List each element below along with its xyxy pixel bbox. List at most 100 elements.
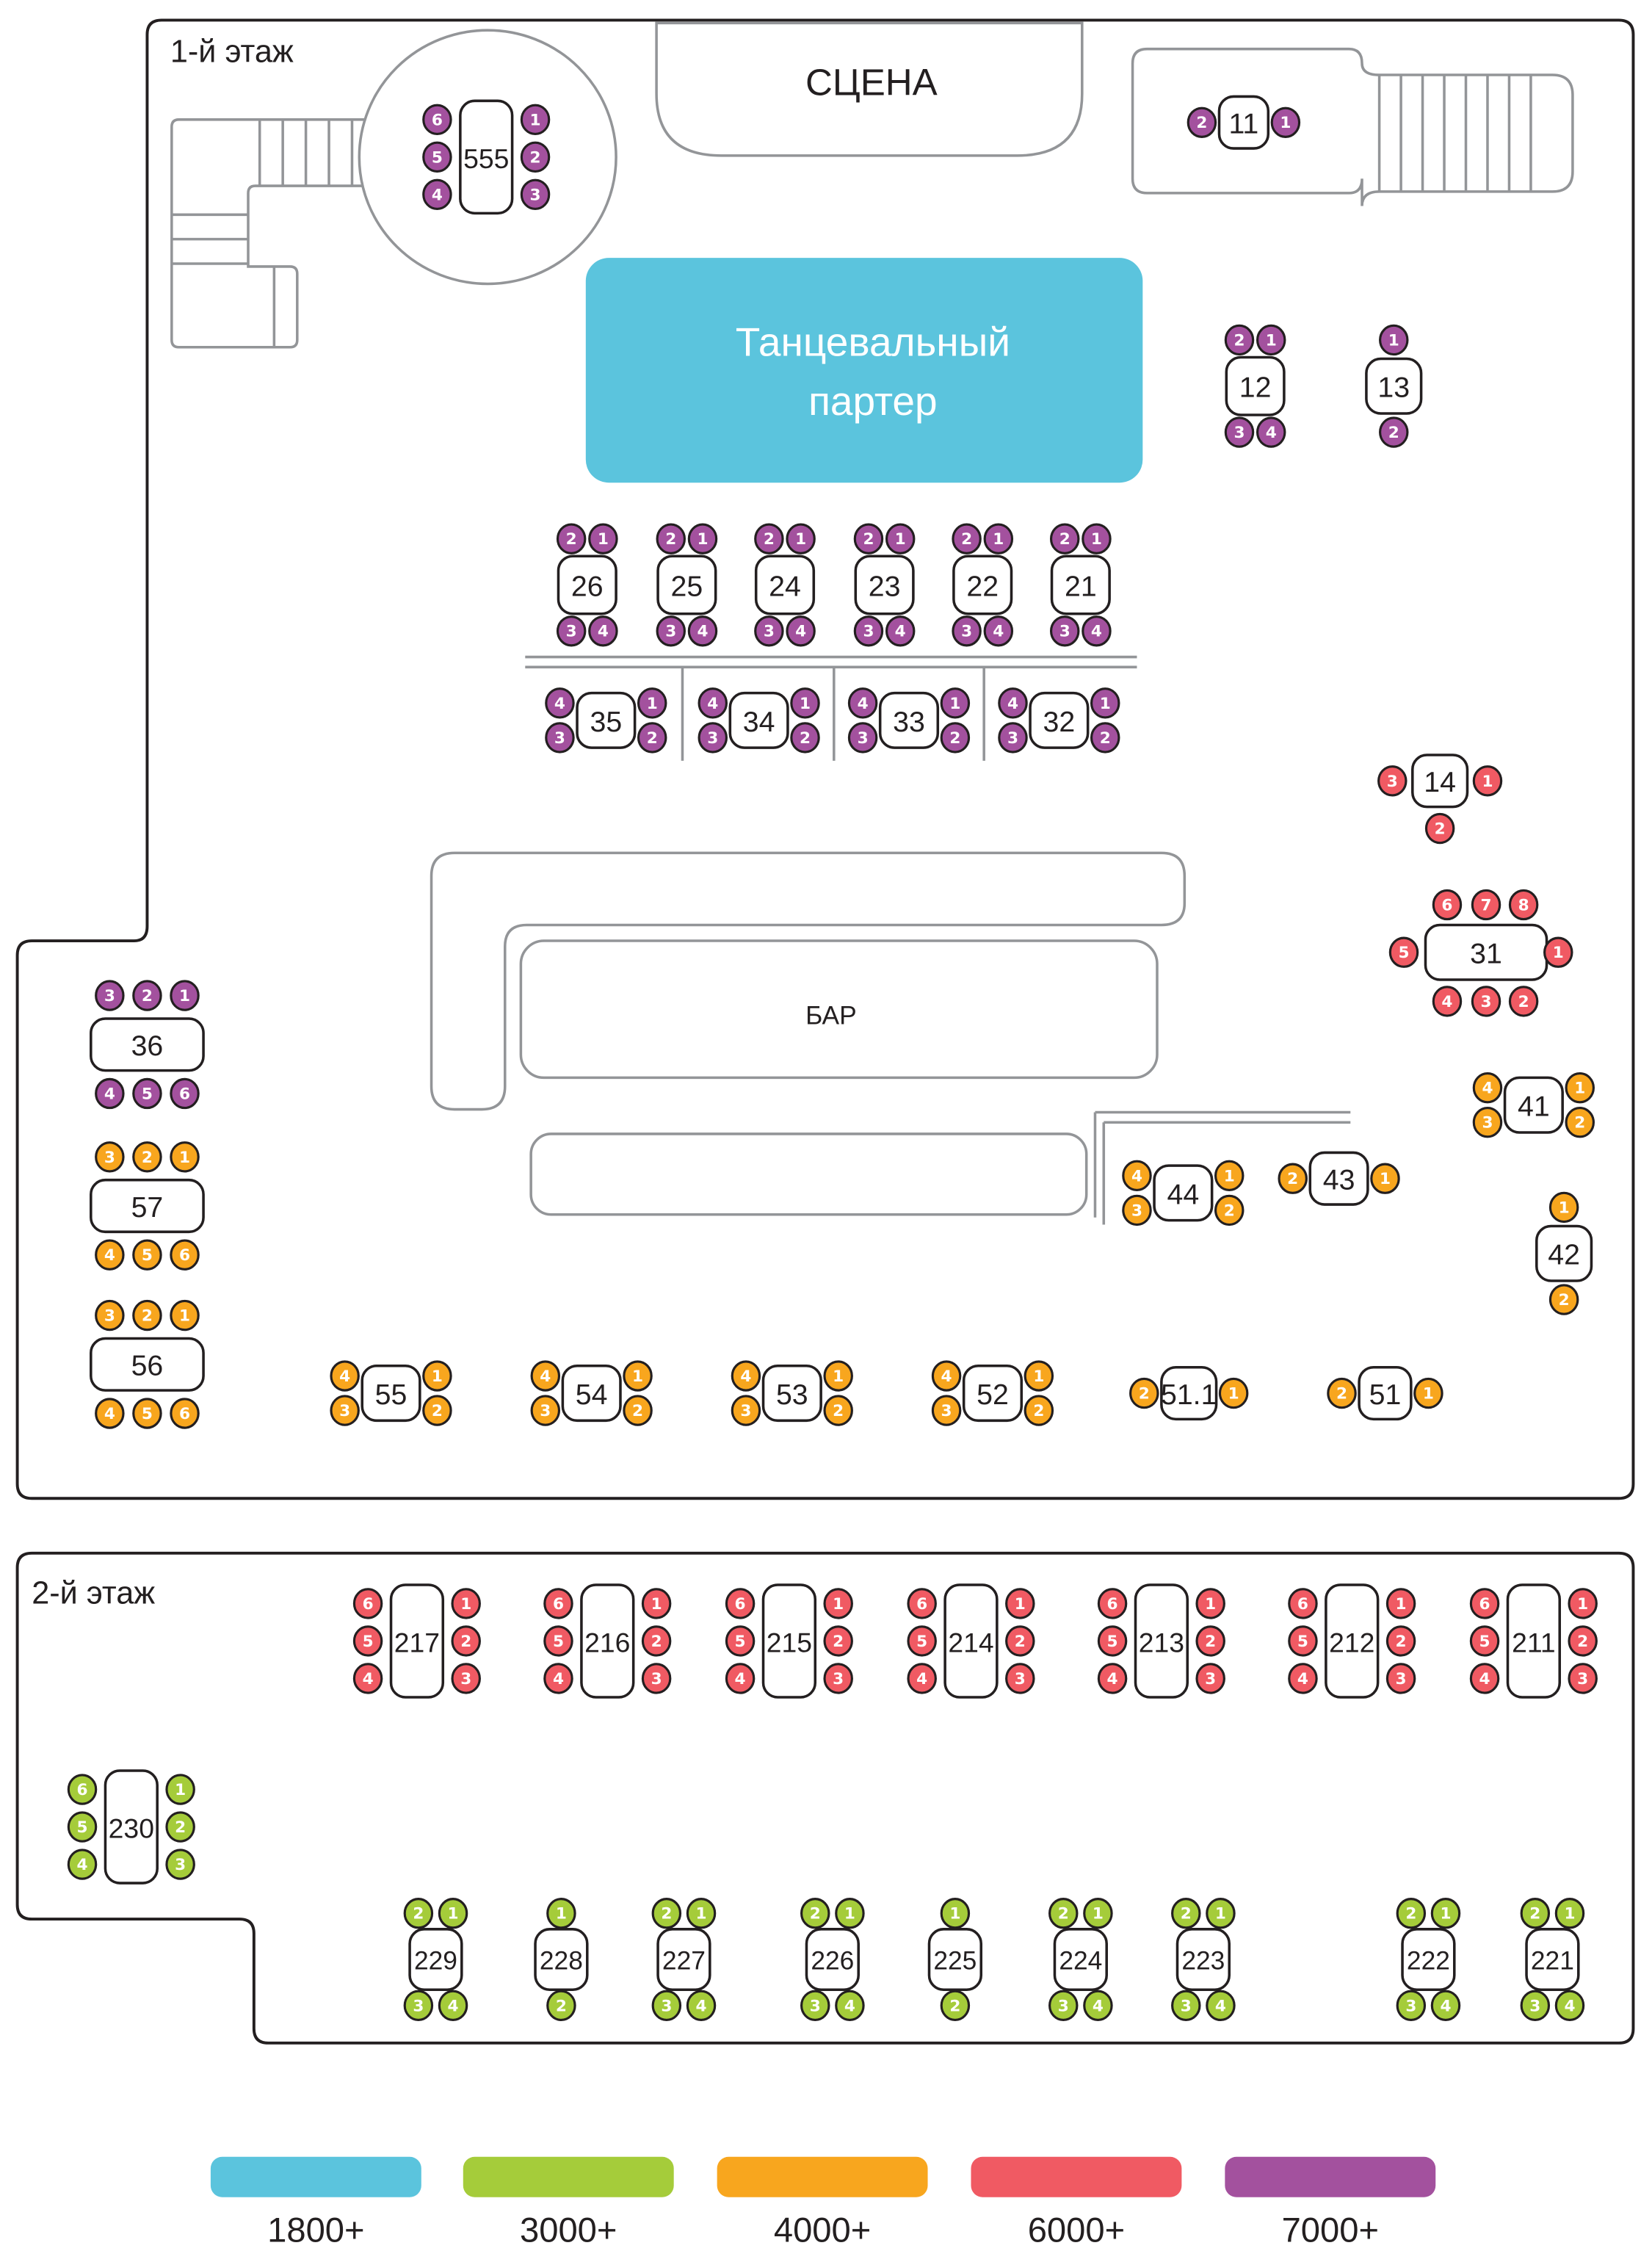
seat-marker[interactable]: [823, 1663, 853, 1694]
table-shape[interactable]: [1365, 357, 1423, 415]
seat[interactable]: 1: [1082, 523, 1112, 554]
seat[interactable]: 3: [556, 615, 587, 647]
seat-marker[interactable]: [823, 1360, 853, 1392]
seat-marker[interactable]: [95, 1077, 125, 1110]
seat-marker[interactable]: [451, 1588, 481, 1619]
seat[interactable]: 4: [1122, 1160, 1152, 1192]
seat-marker[interactable]: [132, 1299, 162, 1331]
seat-marker[interactable]: [1554, 1898, 1585, 1929]
seat[interactable]: 2: [546, 1990, 576, 2021]
seat-marker[interactable]: [422, 1360, 452, 1392]
seat[interactable]: 2: [800, 1898, 830, 1929]
seat[interactable]: 1: [983, 523, 1014, 554]
seat-marker[interactable]: [1432, 889, 1463, 921]
seat[interactable]: 4: [543, 1663, 573, 1694]
seat-marker[interactable]: [686, 1898, 717, 1929]
seat[interactable]: 2: [1129, 1377, 1159, 1409]
seat[interactable]: 6: [67, 1774, 98, 1805]
seat-marker[interactable]: [1543, 936, 1573, 968]
seat-marker[interactable]: [588, 615, 618, 647]
seat-marker[interactable]: [352, 1588, 383, 1619]
seat[interactable]: 6: [1432, 889, 1463, 921]
table-shape[interactable]: [656, 554, 717, 615]
seat-marker[interactable]: [1278, 1163, 1308, 1194]
seat[interactable]: 1: [1218, 1377, 1249, 1409]
seat-marker[interactable]: [687, 615, 718, 647]
seat-marker[interactable]: [546, 1898, 576, 1929]
seat[interactable]: 4: [67, 1849, 98, 1880]
seat-marker[interactable]: [438, 1898, 468, 1929]
seat[interactable]: 3: [95, 1141, 125, 1173]
seat-marker[interactable]: [1520, 1990, 1551, 2021]
seat-marker[interactable]: [907, 1663, 937, 1694]
seat-marker[interactable]: [1508, 986, 1539, 1017]
seat[interactable]: 1: [170, 1141, 200, 1173]
seat[interactable]: 1: [1090, 687, 1120, 719]
seat[interactable]: 1: [588, 523, 618, 554]
seat-marker[interactable]: [800, 1898, 830, 1929]
seat[interactable]: 1: [641, 1588, 672, 1619]
seat[interactable]: 3: [1195, 1663, 1225, 1694]
seat[interactable]: 1: [1206, 1898, 1236, 1929]
seat-marker[interactable]: [907, 1625, 937, 1657]
seat[interactable]: 6: [1469, 1588, 1500, 1619]
seat-marker[interactable]: [1195, 1663, 1225, 1694]
table-shape[interactable]: [1525, 1928, 1580, 1991]
seat[interactable]: 4: [1469, 1663, 1500, 1694]
seat[interactable]: 4: [1554, 1990, 1585, 2021]
table-shape[interactable]: [854, 554, 915, 615]
seat-marker[interactable]: [885, 523, 916, 554]
seat-marker[interactable]: [698, 722, 728, 754]
seat-marker[interactable]: [1082, 615, 1112, 647]
dance-floor-zone[interactable]: Танцевальный партер: [585, 258, 1143, 483]
seat[interactable]: 3: [1005, 1663, 1035, 1694]
seat[interactable]: 3: [853, 615, 884, 647]
seat[interactable]: 2: [1548, 1284, 1579, 1315]
seat-marker[interactable]: [132, 1398, 162, 1429]
seat-marker[interactable]: [786, 615, 816, 647]
seat-marker[interactable]: [907, 1588, 937, 1619]
seat-marker[interactable]: [754, 615, 784, 647]
seat-marker[interactable]: [998, 687, 1028, 719]
table-shape[interactable]: [805, 1928, 860, 1991]
seat[interactable]: 2: [132, 1141, 162, 1173]
seat[interactable]: 1: [520, 104, 551, 136]
seat-marker[interactable]: [623, 1360, 653, 1392]
seat[interactable]: 2: [952, 523, 982, 554]
table-shape[interactable]: [580, 1583, 635, 1699]
seat[interactable]: 4: [545, 687, 575, 719]
seat[interactable]: 1: [1543, 936, 1573, 968]
seat-marker[interactable]: [940, 722, 971, 754]
seat-marker[interactable]: [637, 687, 667, 719]
seat[interactable]: 6: [170, 1077, 200, 1110]
seat[interactable]: 2: [641, 1625, 672, 1657]
seat-marker[interactable]: [1327, 1377, 1357, 1409]
table-shape[interactable]: [1325, 1583, 1380, 1699]
seat-marker[interactable]: [95, 1299, 125, 1331]
table-shape[interactable]: [90, 1337, 205, 1392]
seat[interactable]: 2: [1005, 1625, 1035, 1657]
seat-marker[interactable]: [1214, 1194, 1245, 1226]
seat-marker[interactable]: [853, 615, 884, 647]
seat[interactable]: 3: [1224, 416, 1255, 448]
seat-marker[interactable]: [1082, 523, 1112, 554]
seat[interactable]: 1: [1554, 1898, 1585, 1929]
seat-marker[interactable]: [1288, 1625, 1318, 1657]
table-shape[interactable]: [754, 554, 816, 615]
seat-marker[interactable]: [170, 1141, 200, 1173]
seat-marker[interactable]: [530, 1360, 561, 1392]
seat-marker[interactable]: [698, 687, 728, 719]
seat-marker[interactable]: [983, 615, 1014, 647]
seat-marker[interactable]: [1430, 1990, 1461, 2021]
table-shape[interactable]: [927, 1928, 983, 1991]
seat[interactable]: 1: [835, 1898, 865, 1929]
